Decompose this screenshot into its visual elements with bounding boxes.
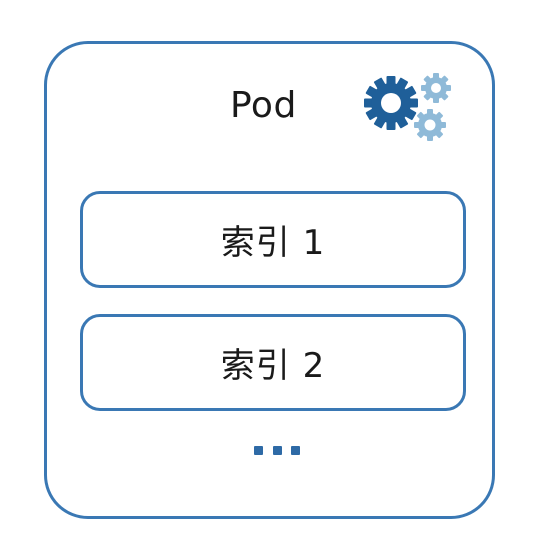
- small-gear-icon: [421, 73, 451, 103]
- gears-icon: [364, 73, 451, 141]
- index-box-2: 索引 2: [80, 314, 466, 411]
- index-label-1: 索引 1: [220, 223, 326, 263]
- ellipsis-dot: [254, 446, 263, 455]
- small-gear-icon-2: [414, 109, 446, 141]
- large-gear-icon: [364, 76, 418, 130]
- ellipsis-dot: [291, 446, 300, 455]
- index-box-1: 索引 1: [80, 191, 466, 288]
- ellipsis-dot: [272, 446, 282, 455]
- pod-title: Pod: [230, 85, 297, 126]
- index-label-2: 索引 2: [220, 346, 326, 386]
- ellipsis-icon: [254, 446, 300, 456]
